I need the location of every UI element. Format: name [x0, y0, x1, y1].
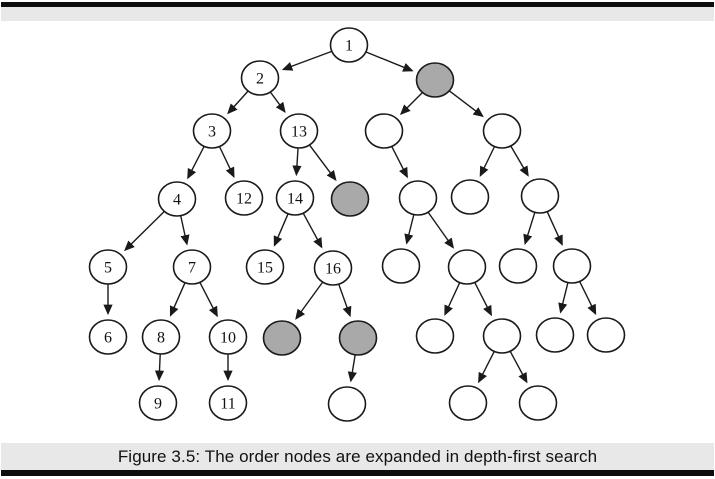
tree-node-15: 15 [245, 249, 285, 285]
tree-edge-n2-n3 [227, 90, 249, 115]
tree-edge-g4-wp [347, 355, 357, 383]
tree-edge-wk-wm [546, 211, 563, 246]
tree-node-unexpanded [482, 113, 522, 149]
tree-node-11: 11 [208, 385, 248, 421]
tree-node-2: 2 [240, 60, 280, 96]
node-label: 5 [104, 260, 112, 277]
tree-edge-n7-n8 [169, 282, 186, 317]
tree-edge-n16-g3 [295, 282, 323, 320]
tree-edge-wm-wo [579, 281, 597, 316]
node-label: 11 [220, 396, 235, 413]
node-label: 10 [220, 330, 236, 347]
tree-edge-n3-n12 [219, 146, 235, 179]
node-label: 3 [208, 124, 216, 141]
tree-node-3: 3 [192, 113, 232, 149]
tree-edge-wi-wj [479, 146, 495, 178]
tree-edge-n2-n13 [270, 92, 286, 113]
tree-node-unexpanded [535, 317, 575, 353]
tree-edge-n14-n16 [302, 213, 323, 249]
tree-edge-wi-wk [510, 146, 529, 177]
node-label: 7 [188, 260, 196, 277]
tree-node-unexpanded [381, 248, 421, 284]
node-label: 16 [325, 261, 341, 278]
tree-node-14: 14 [275, 180, 315, 216]
tree-edge-n7-n10 [199, 282, 218, 318]
tree-edge-n16-g4 [338, 284, 352, 318]
tree-node-unexpanded [518, 385, 558, 421]
tree-node-10: 10 [208, 319, 248, 355]
node-label: 14 [287, 191, 303, 208]
tree-edge-wb-wd [427, 212, 455, 249]
node-label: 13 [291, 124, 307, 141]
tree-edge-g1-wa [399, 92, 423, 116]
tree-edge-n3-n4 [187, 146, 205, 180]
tree-node-unexpanded [586, 317, 626, 353]
tree-node-pruned-gray [338, 320, 378, 356]
tree-node-unexpanded [447, 249, 487, 285]
tree-edge-n4-n5 [124, 211, 165, 252]
tree-node-12: 12 [224, 180, 264, 216]
tree-node-8: 8 [141, 319, 181, 355]
tree-edge-n13-g2 [309, 144, 337, 182]
tree-edge-n13-n14 [292, 148, 302, 177]
tree-edge-n1-g1 [366, 51, 414, 72]
tree-edge-wb-wc [404, 214, 415, 245]
tree-node-9: 9 [138, 385, 178, 421]
node-label: 12 [236, 191, 252, 208]
tree-edge-wd-we [444, 282, 461, 316]
tree-edge-wk-wl [523, 212, 536, 246]
tree-edge-wm-wn [558, 282, 569, 314]
tree-edge-wd-wf [474, 282, 492, 317]
tree-node-4: 4 [157, 181, 197, 217]
tree-edge-n1-n2 [281, 50, 332, 71]
tree-node-pruned-gray [415, 62, 455, 98]
tree-node-unexpanded [498, 248, 538, 284]
tree-edge-n14-n15 [273, 213, 289, 247]
tree-edge-n4-n7 [180, 215, 190, 246]
tree-edge-wf-wh [509, 351, 528, 384]
node-label: 9 [154, 396, 162, 413]
top-header-strip [1, 7, 714, 21]
tree-edge-wa-wb [391, 146, 408, 179]
tree-node-unexpanded [398, 180, 438, 216]
node-label: 8 [157, 330, 165, 347]
figure-caption: Figure 3.5: The order nodes are expanded… [117, 446, 598, 466]
node-label: 2 [256, 71, 264, 88]
tree-edge-g1-wi [449, 90, 484, 118]
node-label: 1 [345, 38, 353, 55]
tree-node-unexpanded [327, 386, 367, 422]
tree-node-5: 5 [88, 249, 128, 285]
top-border-bar [1, 2, 714, 7]
tree-node-pruned-gray [330, 181, 370, 217]
node-label: 6 [104, 330, 112, 347]
tree-node-unexpanded [450, 179, 490, 215]
tree-node-pruned-gray [262, 320, 302, 356]
tree-node-unexpanded [552, 248, 592, 284]
tree-node-6: 6 [88, 319, 128, 355]
tree-node-16: 16 [313, 250, 353, 286]
bottom-border-bar [1, 470, 714, 476]
tree-node-unexpanded [520, 178, 560, 214]
tree-node-13: 13 [279, 113, 319, 149]
node-label: 15 [257, 260, 273, 277]
caption-strip: Figure 3.5: The order nodes are expanded… [1, 443, 714, 470]
tree-node-unexpanded [415, 318, 455, 354]
tree-node-unexpanded [364, 113, 404, 149]
tree-node-7: 7 [172, 249, 212, 285]
node-label: 4 [173, 192, 181, 209]
tree-node-unexpanded [448, 385, 488, 421]
tree-node-1: 1 [329, 27, 369, 63]
tree-edge-wf-wg [478, 351, 495, 384]
tree-node-unexpanded [482, 318, 522, 354]
tree-edge-n8-n9 [154, 354, 165, 382]
